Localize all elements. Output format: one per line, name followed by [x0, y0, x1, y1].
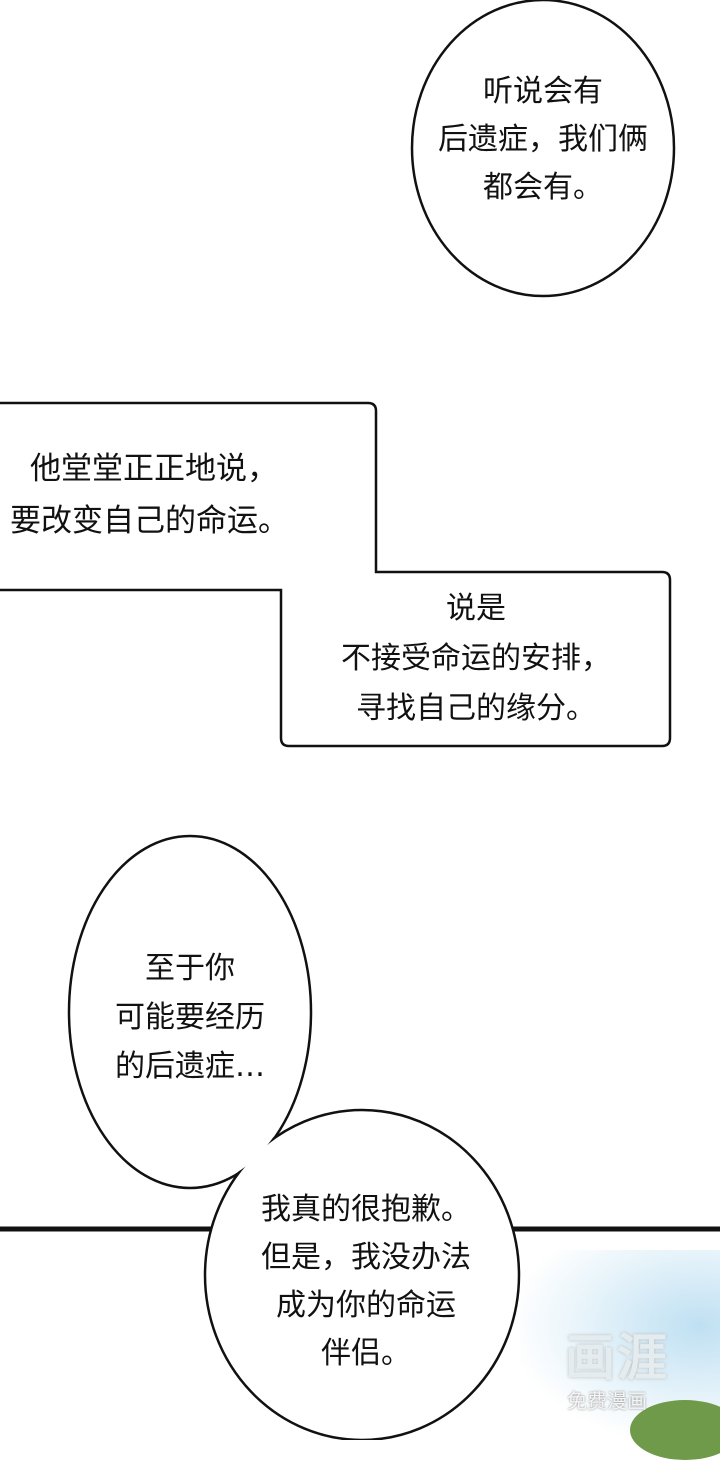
speech-text-5: 我真的很抱歉。 但是，我没办法 成为你的命运 伴侣。 [216, 1186, 516, 1378]
speech-bubble-5-outline [203, 1108, 521, 1440]
text-line: 至于你 [145, 951, 235, 986]
text-line: 都会有。 [483, 170, 603, 205]
watermark-logo: 画涯 [565, 1329, 669, 1387]
text-line: 要改变自己的命运。 [10, 503, 289, 539]
narration-text-2: 说是 不接受命运的安排， 寻找自己的缘分。 [290, 584, 662, 734]
text-line: 可能要经历 [115, 1000, 265, 1035]
speech-text-1: 听说会有 后遗症，我们俩 都会有。 [413, 68, 673, 212]
speech-text-4: 至于你 可能要经历 的后遗症… [70, 944, 310, 1091]
text-line: 说是 [446, 591, 506, 626]
text-line: 伴侣。 [321, 1336, 411, 1371]
text-line: 寻找自己的缘分。 [356, 691, 596, 726]
narration-boxes [0, 401, 672, 748]
text-line: 他堂堂正正地说， [30, 451, 278, 487]
text-line: 成为你的命运 [276, 1288, 456, 1323]
text-line: 后遗症，我们俩 [438, 122, 648, 157]
speech-bubble-1 [410, 0, 676, 298]
watermark-subtitle: 免费漫画 [567, 1389, 647, 1413]
text-line: 但是，我没办法 [261, 1240, 471, 1275]
narration-text-1: 他堂堂正正地说， 要改变自己的命运。 [10, 443, 289, 547]
watermark-background [520, 1250, 720, 1460]
text-line: 听说会有 [483, 74, 603, 109]
text-line: 不接受命运的安排， [341, 641, 611, 676]
text-line: 的后遗症… [115, 1049, 265, 1084]
text-line: 我真的很抱歉。 [261, 1192, 471, 1227]
